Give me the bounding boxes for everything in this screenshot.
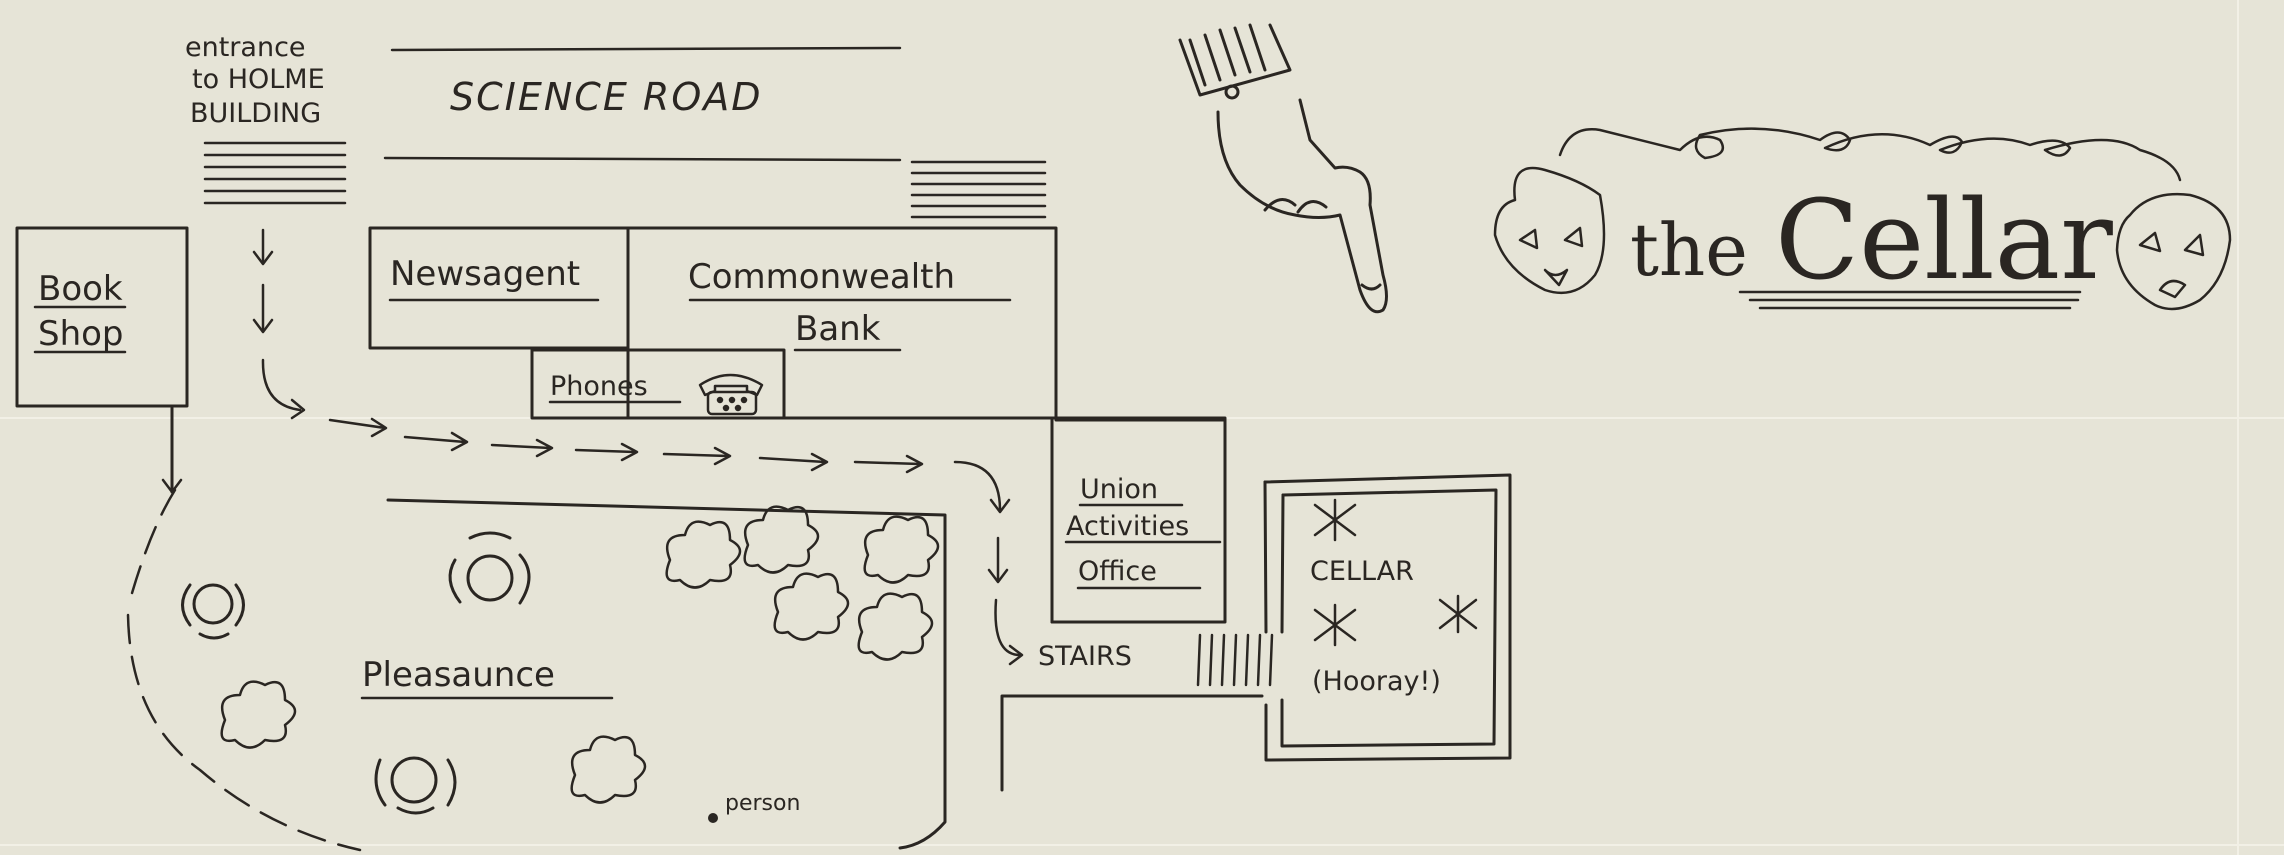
svg-text:Newsagent: Newsagent [390, 254, 580, 294]
person-dot [708, 813, 718, 823]
telephone-icon [700, 375, 762, 414]
stairs: STAIRS [1002, 635, 1272, 790]
cellar-title: the Cellar [1630, 176, 2113, 308]
title-main: Cellar [1775, 176, 2113, 304]
pleasaunce: Pleasaunce person [128, 490, 945, 850]
bush-icon [222, 682, 295, 748]
road-label: SCIENCE ROAD [450, 75, 763, 119]
book-shop: Book Shop [17, 228, 187, 406]
road-steps [912, 162, 1045, 228]
phones: Phones [532, 350, 784, 418]
bush-icon [865, 517, 938, 583]
svg-text:Bank: Bank [795, 309, 881, 349]
svg-text:Office: Office [1078, 556, 1157, 587]
svg-text:Union: Union [1080, 474, 1158, 505]
comedy-mask-icon [1495, 168, 1604, 293]
table-chairs-icon [183, 585, 244, 638]
commonwealth-bank: Commonwealth Bank [628, 228, 1056, 418]
table-chairs-icon [376, 758, 455, 813]
svg-text:BUILDING: BUILDING [190, 98, 321, 129]
entrance-steps [205, 143, 345, 203]
union-activities-office: Union Activities Office [1052, 418, 1225, 622]
science-road: SCIENCE ROAD [385, 48, 900, 160]
bush-icon [745, 507, 818, 573]
star-icon [1440, 596, 1476, 632]
table-chairs-icon [450, 533, 529, 603]
newsagent: Newsagent [370, 228, 628, 348]
title-swirl [1560, 129, 2180, 180]
svg-text:Book: Book [38, 269, 123, 309]
svg-text:Shop: Shop [38, 314, 124, 354]
svg-text:Pleasaunce: Pleasaunce [362, 655, 555, 695]
svg-text:CELLAR: CELLAR [1310, 556, 1414, 587]
svg-text:entrance: entrance [185, 32, 306, 63]
bush-icon [859, 594, 932, 660]
entrance-label: entrance to HOLME BUILDING [185, 32, 325, 129]
svg-text:STAIRS: STAIRS [1038, 641, 1132, 672]
tragedy-mask-icon [2117, 194, 2230, 309]
svg-text:person: person [725, 791, 800, 816]
svg-text:Activities: Activities [1066, 511, 1189, 542]
svg-text:(Hooray!): (Hooray!) [1312, 666, 1441, 697]
bush-icon [667, 522, 740, 588]
star-icon [1315, 605, 1355, 645]
svg-text:Phones: Phones [550, 371, 648, 402]
star-icon [1315, 500, 1355, 540]
svg-text:Commonwealth: Commonwealth [688, 257, 955, 297]
title-prefix: the [1630, 208, 1748, 292]
svg-text:to HOLME: to HOLME [192, 64, 325, 95]
bush-icon [572, 737, 645, 803]
cellar-building: CELLAR (Hooray!) [1265, 475, 1510, 760]
pointing-hand-icon [1180, 25, 1387, 312]
bush-icon [775, 574, 848, 640]
